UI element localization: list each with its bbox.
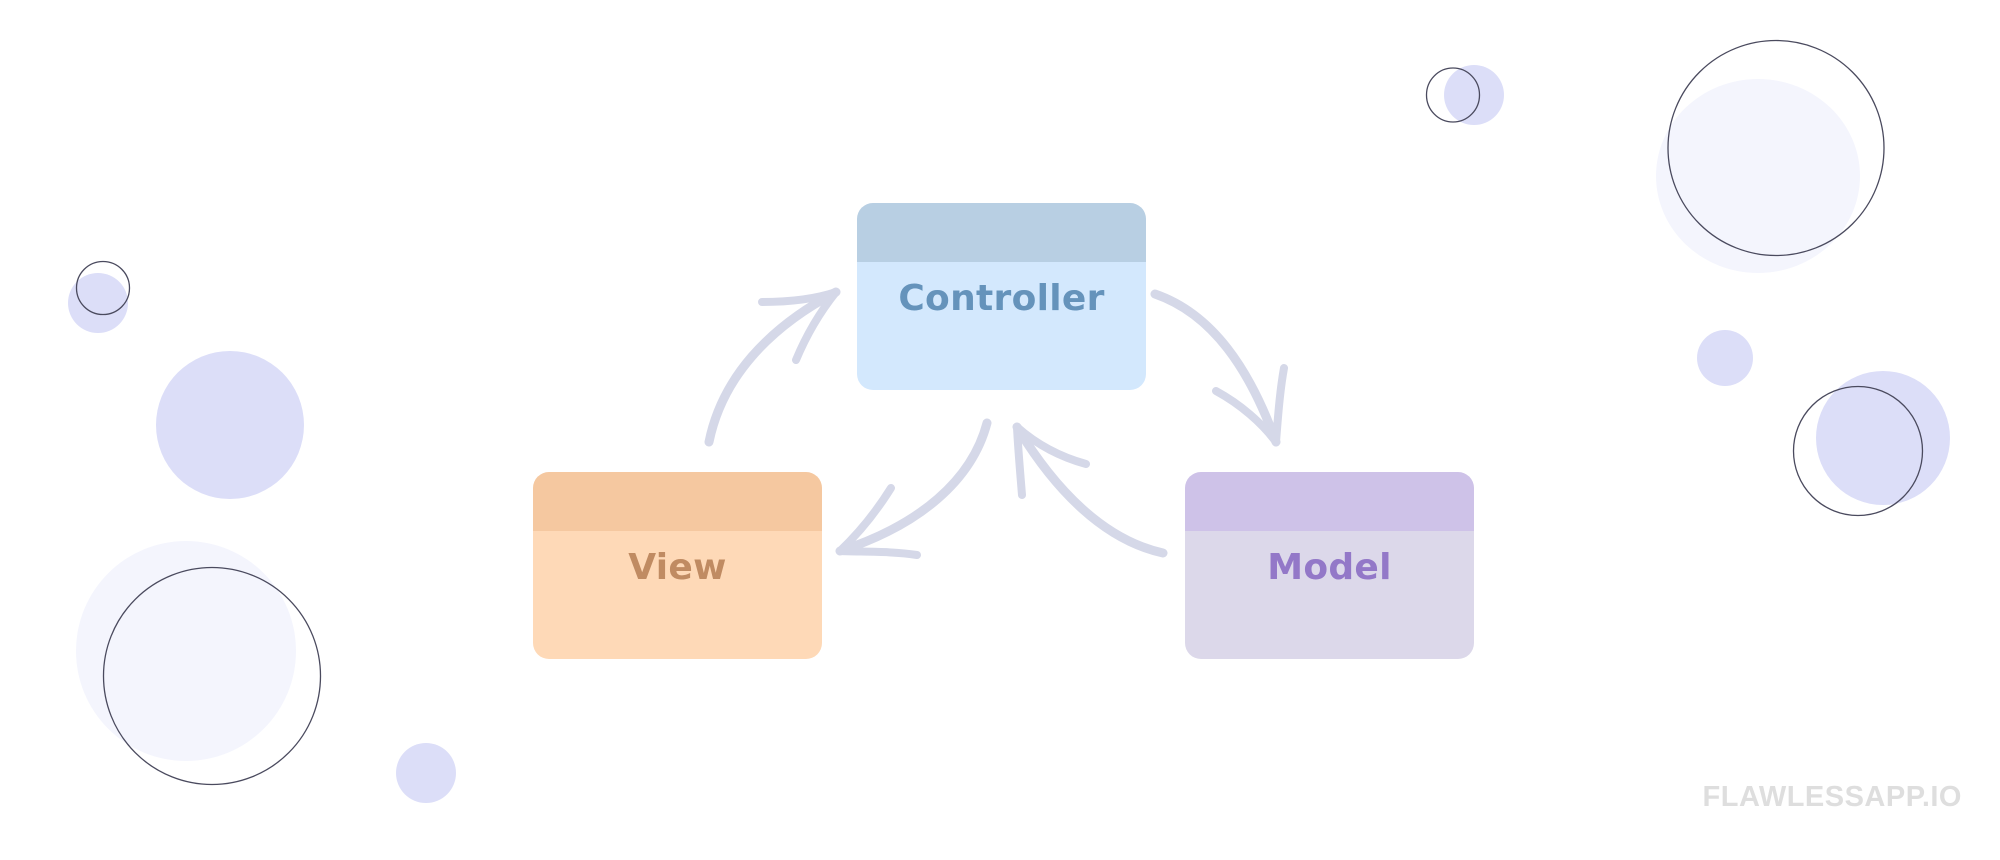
view-node-header <box>533 472 822 531</box>
model-node: Model <box>1185 472 1474 659</box>
controller-node: Controller <box>857 203 1146 390</box>
view-node: View <box>533 472 822 659</box>
controller-node-label: Controller <box>898 278 1105 319</box>
decor-circle-outline <box>75 260 131 316</box>
arrow-shaft <box>1150 289 1281 447</box>
controller-node-header <box>857 203 1146 262</box>
watermark: FLAWLESSAPP.IO <box>1702 781 1962 813</box>
decor-circle-fill <box>1444 65 1504 125</box>
decor-circle-outline <box>1792 385 1924 517</box>
arrow-head <box>758 288 840 364</box>
decor-circle-fill <box>68 273 128 333</box>
arrow-head <box>1212 364 1288 446</box>
decor-circle-outline <box>1425 67 1481 123</box>
arrow-shaft <box>835 418 992 556</box>
decor-circle-fill <box>1816 371 1950 505</box>
decor-circle-outline <box>102 566 322 786</box>
decor-circle-outline <box>1667 39 1885 257</box>
model-node-label: Model <box>1267 547 1392 588</box>
arrow-controller-to-model <box>1150 289 1288 447</box>
decor-circle-pale <box>1656 79 1860 273</box>
model-node-header <box>1185 472 1474 531</box>
arrow-shaft <box>704 287 841 447</box>
decor-circle-fill <box>396 743 456 803</box>
arrow-head <box>836 484 921 559</box>
decor-circle-fill <box>156 351 304 499</box>
arrow-controller-to-view <box>835 418 992 559</box>
arrow-shaft <box>1012 422 1168 558</box>
decor-circle-fill <box>1697 330 1753 386</box>
view-node-label: View <box>628 547 727 588</box>
decor-circle-pale <box>76 541 296 761</box>
arrow-view-to-controller <box>704 287 841 447</box>
controller-node-body <box>857 262 1146 390</box>
model-node-body <box>1185 531 1474 659</box>
arrow-model-to-controller <box>1012 422 1168 558</box>
arrow-head <box>1013 423 1090 499</box>
view-node-body <box>533 531 822 659</box>
